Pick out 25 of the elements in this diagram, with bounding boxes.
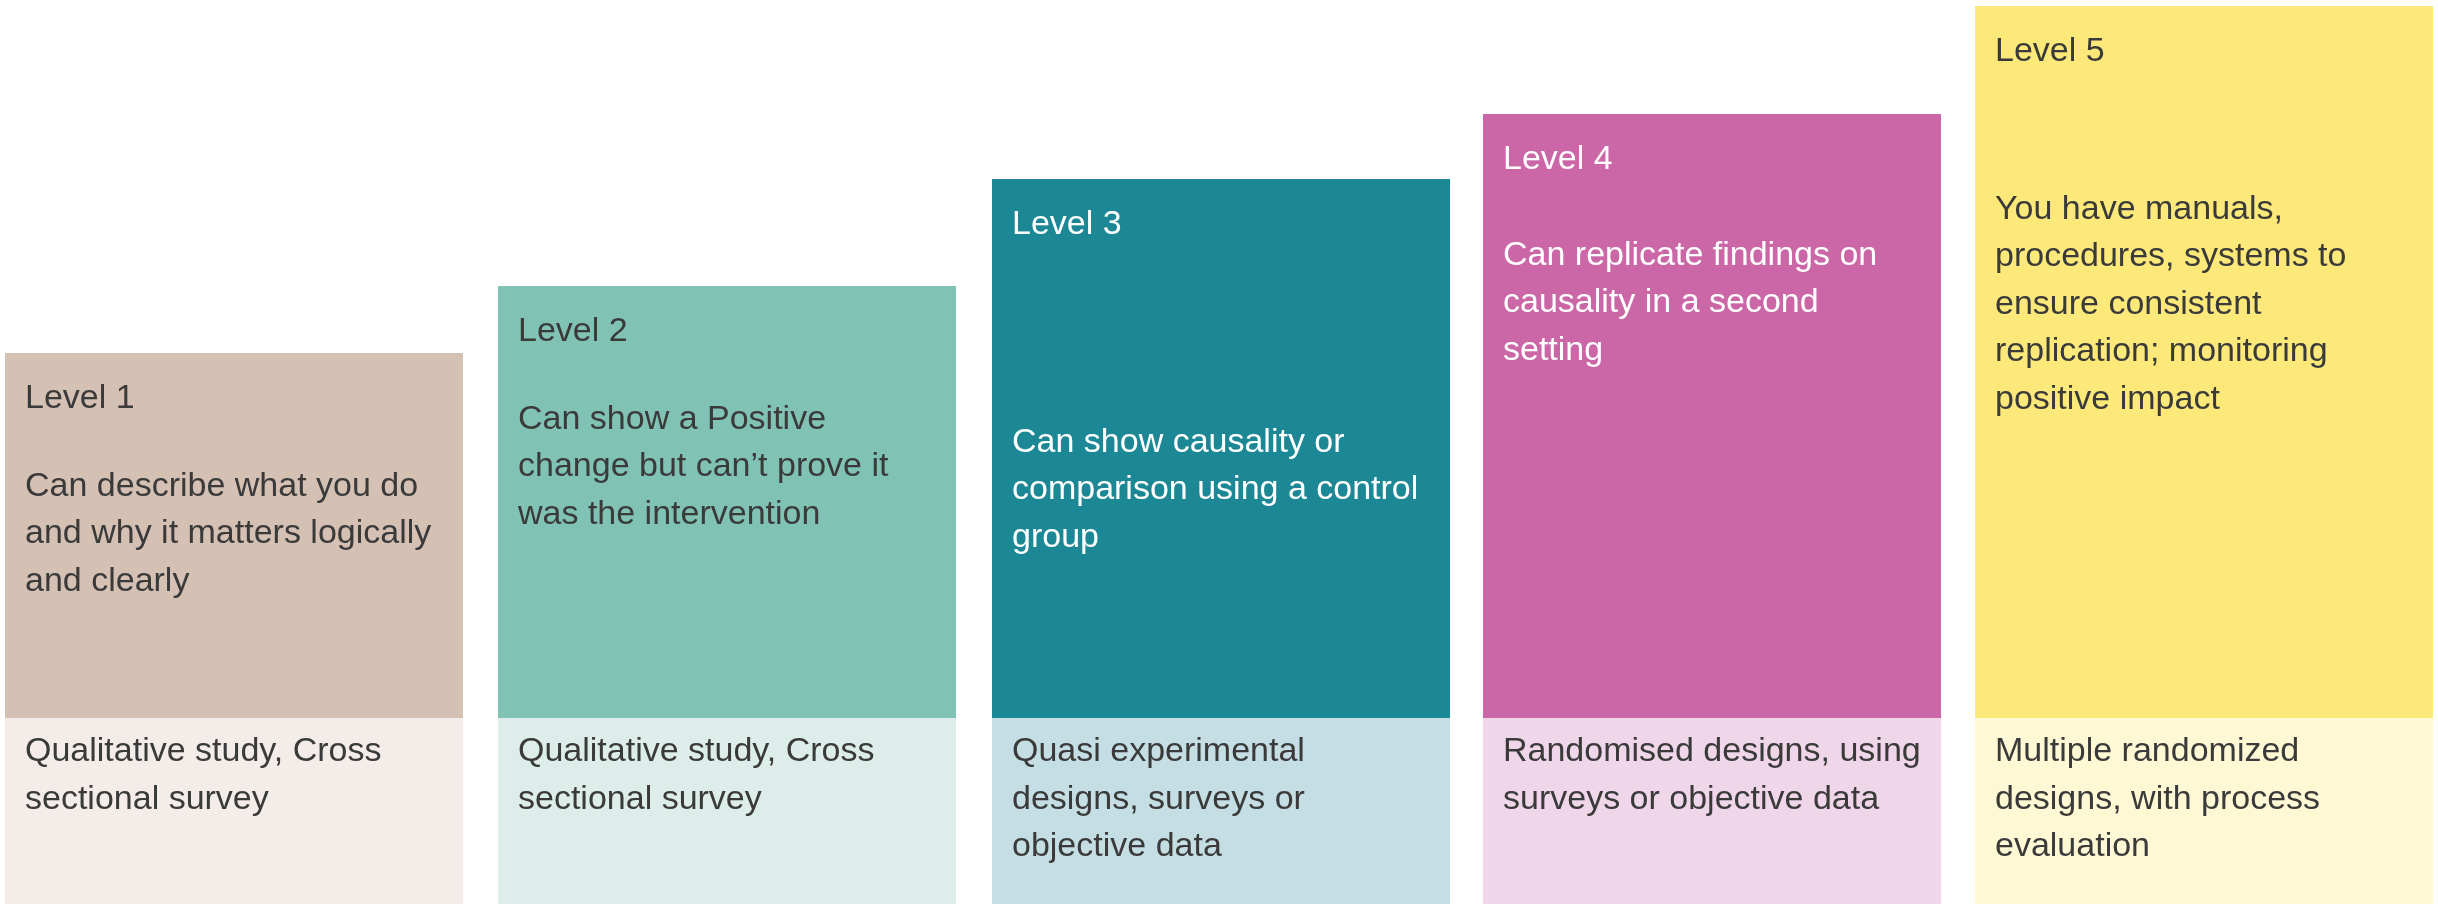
method-box <box>992 718 1450 904</box>
method-text: Qualitative study, Cross sectional survey <box>25 729 383 818</box>
level-description: Can show a Positive change but can’t prove it was the intervention <box>518 396 890 533</box>
method-text: Multiple randomized designs, with process evaluation <box>1995 729 2322 866</box>
method-text: Randomised designs, using surveys or objective data <box>1503 729 1921 818</box>
method-box <box>5 718 463 904</box>
level-box <box>1483 114 1941 718</box>
method-box <box>1975 718 2433 904</box>
level-heading: Level 3 <box>1012 202 1123 243</box>
level-description: Can replicate findings on causality in a second setting <box>1503 232 1879 369</box>
level-box <box>992 179 1450 718</box>
level-description: You have manuals, procedures, systems to ensure consistent replication; monitoring positive impact <box>1995 186 2348 418</box>
level-description: Can show causality or comparison using a control group <box>1012 419 1420 556</box>
level-heading: Level 1 <box>25 376 136 417</box>
method-box <box>498 718 956 904</box>
level-box <box>1975 6 2433 718</box>
level-box <box>498 286 956 718</box>
level-description: Can describe what you do and why it matters logically and clearly <box>25 463 433 600</box>
method-text: Quasi experimental designs, surveys or objective data <box>1012 729 1306 866</box>
level-heading: Level 4 <box>1503 137 1614 178</box>
method-text: Qualitative study, Cross sectional survey <box>518 729 876 818</box>
level-box <box>5 353 463 718</box>
level-heading: Level 2 <box>518 309 629 350</box>
method-box <box>1483 718 1941 904</box>
level-heading: Level 5 <box>1995 29 2106 70</box>
